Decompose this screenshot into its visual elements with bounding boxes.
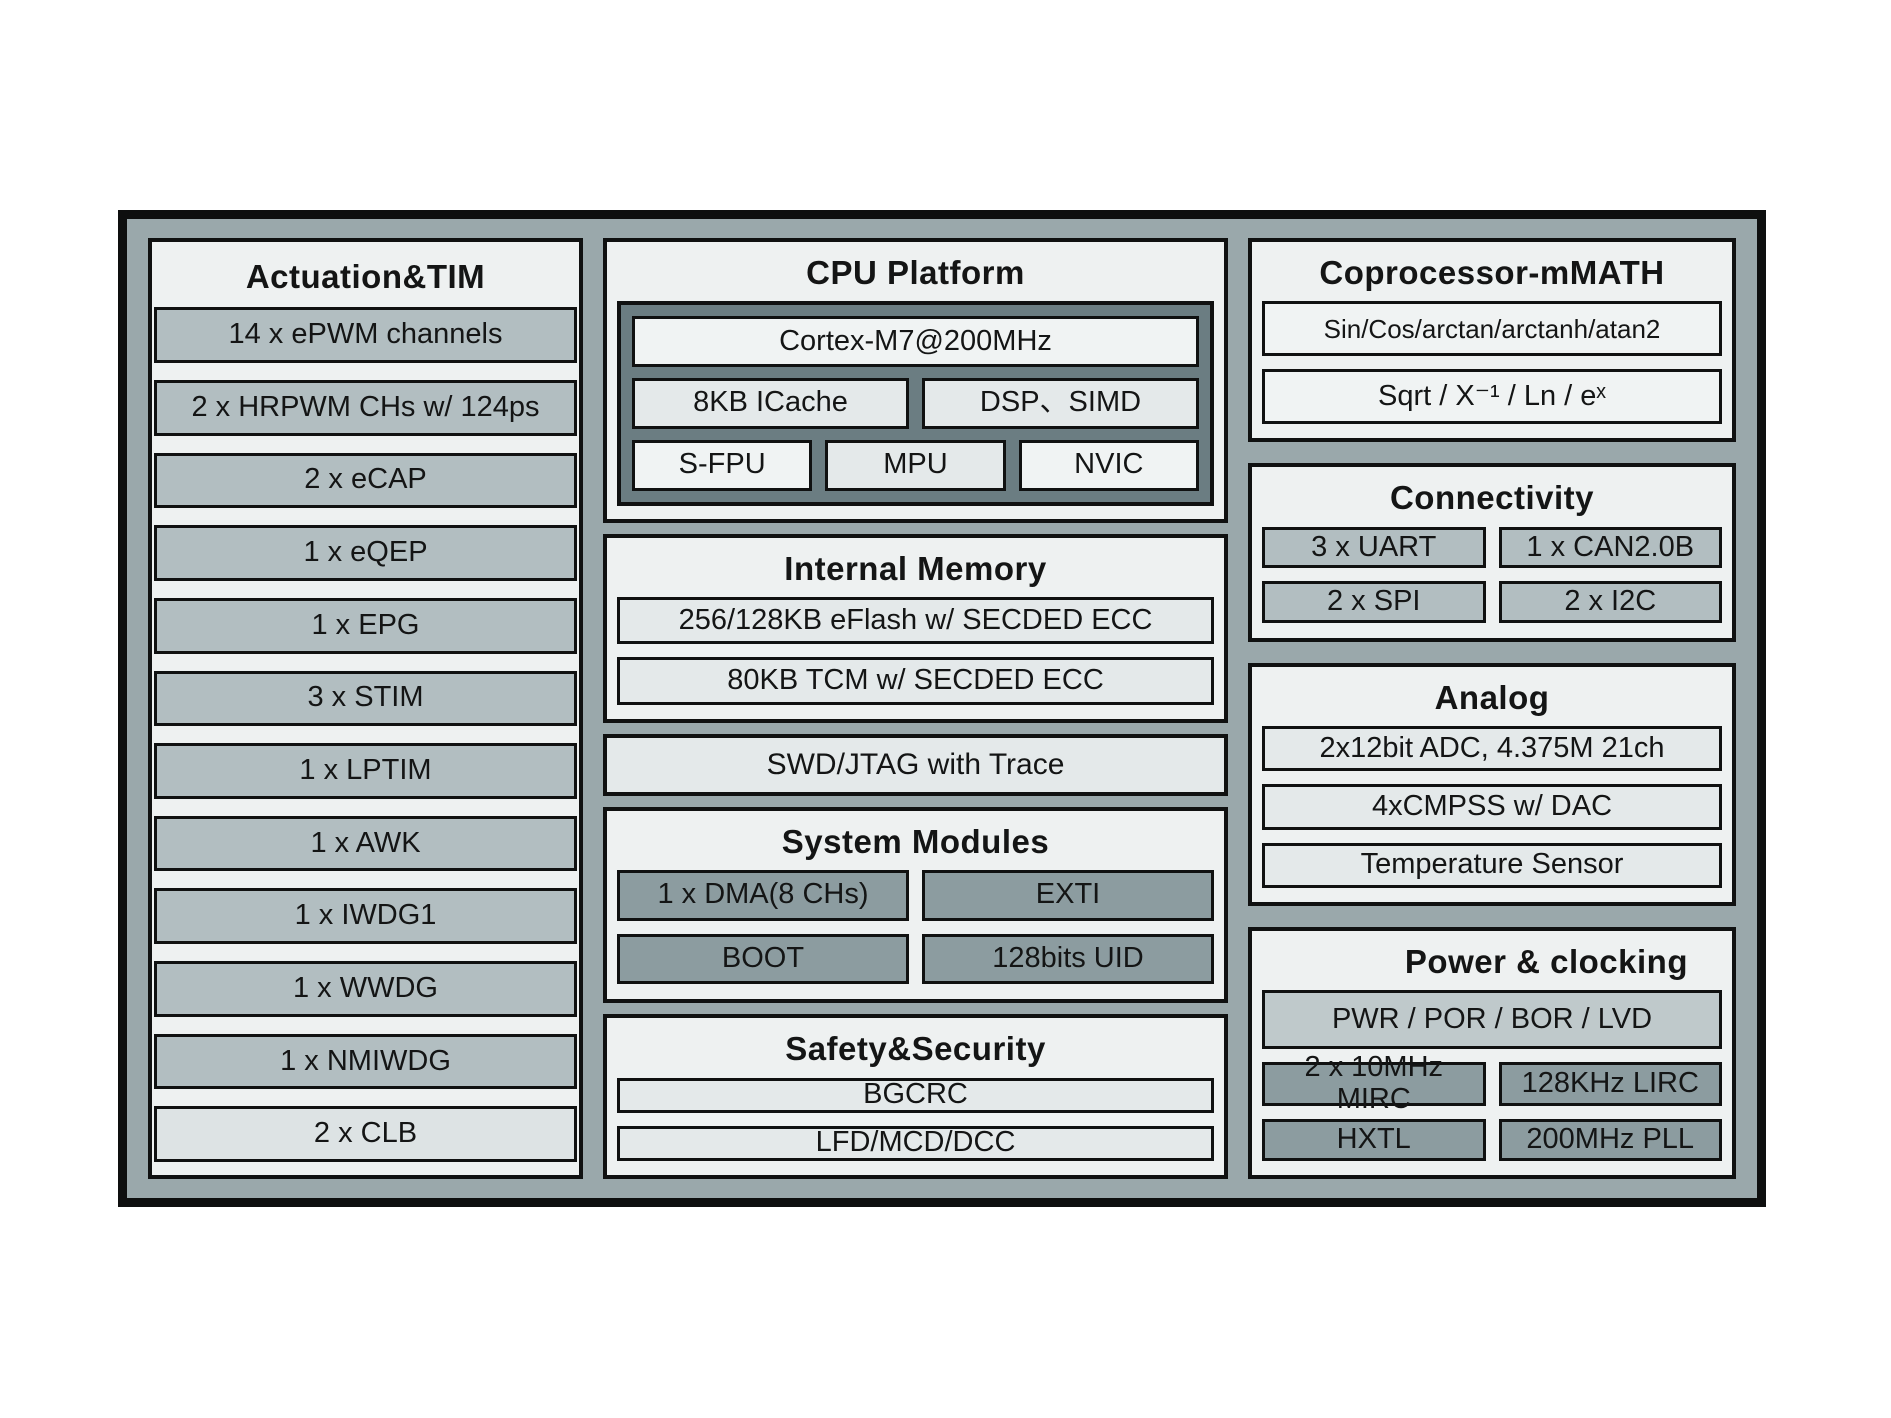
block-eqep: 1 x eQEP: [154, 525, 577, 581]
block-sqrt-ln-exp: Sqrt / X⁻¹ / Ln / eˣ: [1262, 369, 1722, 425]
section-cpu-platform: CPU Platform Cortex-M7@200MHz 8KB ICache…: [603, 238, 1228, 523]
cpu-row-core: Cortex-M7@200MHz: [632, 316, 1199, 368]
section-connectivity: Connectivity 3 x UART 1 x CAN2.0B 2 x SP…: [1248, 463, 1736, 642]
block-spi: 2 x SPI: [1262, 581, 1486, 623]
block-awk: 1 x AWK: [154, 815, 577, 872]
block-sfpu: S-FPU: [632, 439, 813, 491]
section-internal-memory: Internal Memory 256/128KB eFlash w/ SECD…: [603, 533, 1228, 723]
section-cpu-title: CPU Platform: [806, 254, 1025, 291]
block-mirc: 2 x 10MHz MIRC: [1262, 1051, 1486, 1115]
section-analog: Analog 2x12bit ADC, 4.375M 21ch 4xCMPSS …: [1248, 662, 1736, 906]
block-cortex-m7: Cortex-M7@200MHz: [632, 316, 1199, 368]
block-pll: 200MHz PLL: [1498, 1119, 1722, 1161]
block-dsp-simd: DSP、SIMD: [922, 378, 1199, 429]
block-hxtl: HXTL: [1262, 1119, 1486, 1161]
memory-item-list: 256/128KB eFlash w/ SECDED ECC 80KB TCM …: [617, 596, 1214, 705]
actuation-item-list: 14 x ePWM channels 2 x HRPWM CHs w/ 124p…: [152, 307, 579, 1175]
block-temp-sensor: Temperature Sensor: [1262, 842, 1722, 888]
block-nvic: NVIC: [1018, 439, 1199, 491]
block-ecap: 2 x eCAP: [154, 452, 577, 509]
section-memory-title: Internal Memory: [784, 549, 1047, 587]
section-actuation-tim: Actuation&TIM 14 x ePWM channels 2 x HRP…: [148, 238, 583, 1179]
block-epg: 1 x EPG: [154, 597, 577, 654]
block-uid: 128bits UID: [922, 933, 1214, 985]
block-nmiwdg: 1 x NMIWDG: [154, 1033, 577, 1090]
section-connectivity-title: Connectivity: [1389, 479, 1595, 517]
power-grid: 2 x 10MHz MIRC 128KHz LIRC HXTL 200MHz P…: [1262, 1051, 1722, 1161]
connectivity-grid: 3 x UART 1 x CAN2.0B 2 x SPI 2 x I2C: [1262, 526, 1722, 623]
power-content: PWR / POR / BOR / LVD 2 x 10MHz MIRC 128…: [1262, 989, 1722, 1161]
block-swd-jtag: SWD/JTAG with Trace: [603, 733, 1228, 796]
block-stim: 3 x STIM: [154, 670, 577, 727]
block-clb: 2 x CLB: [154, 1106, 577, 1162]
block-lfd-mcd-dcc: LFD/MCD/DCC: [617, 1125, 1214, 1161]
block-eflash: 256/128KB eFlash w/ SECDED ECC: [617, 596, 1214, 645]
column-peripherals: Coprocessor-mMATH Sin/Cos/arctan/arctanh…: [1248, 238, 1736, 1179]
block-pwr-por-bor-lvd: PWR / POR / BOR / LVD: [1262, 989, 1722, 1050]
block-trig-functions: Sin/Cos/arctan/arctanh/atan2: [1262, 301, 1722, 357]
mcu-block-diagram: Actuation&TIM 14 x ePWM channels 2 x HRP…: [118, 210, 1766, 1207]
section-safety-security: Safety&Security BGCRC LFD/MCD/DCC: [603, 1014, 1228, 1179]
section-actuation-title: Actuation&TIM: [245, 258, 486, 295]
cpu-core-container: Cortex-M7@200MHz 8KB ICache DSP、SIMD S-F…: [617, 301, 1214, 506]
block-adc: 2x12bit ADC, 4.375M 21ch: [1262, 726, 1722, 772]
block-tcm: 80KB TCM w/ SECDED ECC: [617, 657, 1214, 705]
section-math-title: Coprocessor-mMATH: [1319, 254, 1665, 291]
section-analog-title: Analog: [1434, 678, 1550, 716]
section-system-title: System Modules: [781, 822, 1050, 860]
block-lirc: 128KHz LIRC: [1498, 1062, 1722, 1107]
safety-item-list: BGCRC LFD/MCD/DCC: [617, 1077, 1214, 1161]
section-system-modules: System Modules 1 x DMA(8 CHs) EXTI BOOT …: [603, 806, 1228, 1004]
column-actuation: Actuation&TIM 14 x ePWM channels 2 x HRP…: [148, 238, 583, 1179]
cpu-row-fpu-mpu-nvic: S-FPU MPU NVIC: [632, 439, 1199, 491]
block-iwdg1: 1 x IWDG1: [154, 888, 577, 945]
block-bgcrc: BGCRC: [617, 1077, 1214, 1113]
block-i2c: 2 x I2C: [1498, 581, 1722, 623]
swd-jtag-label: SWD/JTAG with Trace: [766, 748, 1065, 782]
analog-item-list: 2x12bit ADC, 4.375M 21ch 4xCMPSS w/ DAC …: [1262, 726, 1722, 888]
cpu-row-cache-dsp: 8KB ICache DSP、SIMD: [632, 378, 1199, 429]
column-cpu: CPU Platform Cortex-M7@200MHz 8KB ICache…: [603, 238, 1228, 1179]
block-hrpwm: 2 x HRPWM CHs w/ 124ps: [154, 379, 577, 436]
block-wwdg: 1 x WWDG: [154, 961, 577, 1017]
block-exti: EXTI: [922, 869, 1214, 921]
block-lptim: 1 x LPTIM: [154, 743, 577, 799]
block-icache: 8KB ICache: [632, 378, 909, 429]
math-item-list: Sin/Cos/arctan/arctanh/atan2 Sqrt / X⁻¹ …: [1262, 301, 1722, 425]
section-power-clocking: Power & clocking PWR / POR / BOR / LVD 2…: [1248, 926, 1736, 1179]
block-cmpss: 4xCMPSS w/ DAC: [1262, 784, 1722, 830]
block-uart: 3 x UART: [1262, 526, 1486, 569]
section-safety-title: Safety&Security: [785, 1030, 1046, 1068]
block-mpu: MPU: [825, 439, 1006, 491]
block-boot: BOOT: [617, 933, 909, 985]
section-coprocessor-mmath: Coprocessor-mMATH Sin/Cos/arctan/arctanh…: [1248, 238, 1736, 443]
system-modules-grid: 1 x DMA(8 CHs) EXTI BOOT 128bits UID: [617, 869, 1214, 985]
block-can: 1 x CAN2.0B: [1498, 526, 1722, 569]
block-dma: 1 x DMA(8 CHs): [617, 869, 909, 921]
section-power-title: Power & clocking: [1404, 942, 1688, 980]
block-epwm: 14 x ePWM channels: [154, 307, 577, 363]
